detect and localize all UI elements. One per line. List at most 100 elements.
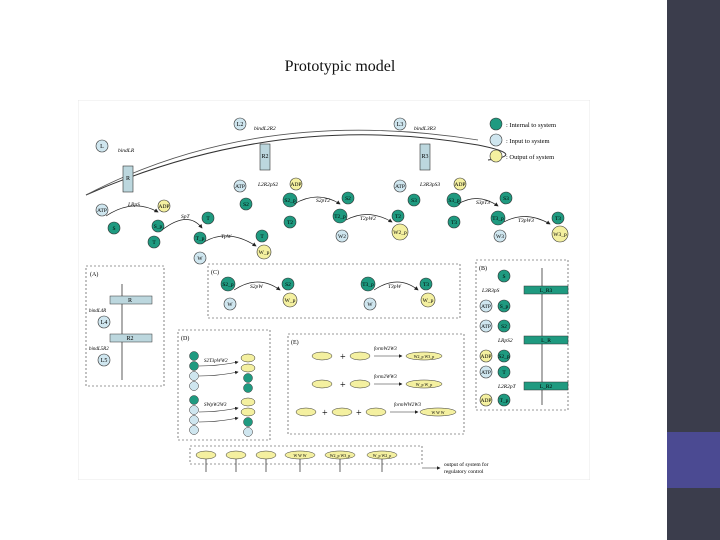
node-S_p: S_p	[154, 224, 163, 230]
panel-b-S2: S2	[501, 324, 507, 330]
panel-b-ATP: ATP	[481, 304, 491, 310]
cascade-2: ATP ADP L2R2pS2 S2 S2_p S2pT2 S2 T2 T2_p…	[233, 177, 409, 243]
complex-L_R: L_R	[541, 338, 551, 344]
rxn-bindL2R2: bindL2R2	[254, 126, 276, 132]
legend: : Internal to system : Input to system :…	[489, 117, 556, 163]
panel-b-ADP-2: ADP	[480, 398, 491, 404]
panel-c-W: W	[227, 302, 233, 308]
node-R3: R3	[421, 154, 428, 160]
legend-input: : Input to system	[506, 138, 550, 145]
output-note-line1: output of system for	[444, 461, 489, 468]
panel-b-label: (B)	[479, 265, 487, 272]
node-ADP: ADP	[158, 204, 169, 210]
rxn-L2R2pS2: L2R2pS2	[257, 182, 278, 188]
complex-L_R2: L_R2	[540, 384, 553, 390]
panel-a: (A) R bindL4R L4 R2 bindL5R2 L5	[85, 265, 165, 387]
output-note-line2: regulatory control	[444, 469, 484, 475]
node-T2-right: T2	[395, 214, 401, 220]
panel-c-S2: S2	[285, 282, 291, 288]
panel-b-ATP-2: ATP	[481, 324, 491, 330]
strip-WWW: W W W	[293, 453, 306, 458]
panel-b-S2_p: S2_p	[498, 354, 510, 360]
strip-W2pW3p: W2_p W3_p	[330, 453, 350, 458]
node-S2_p: S2_p	[284, 198, 296, 204]
rxn-T3pW3: T3pW3	[518, 218, 534, 224]
node-T3_p: T3_p	[492, 216, 504, 222]
panel-b-S_p: S_p	[500, 304, 509, 310]
panel-c: (C) S2_p S2pW S2 W W_p T3_p T3pW T3 W W_…	[207, 263, 461, 319]
node-L2: L2	[237, 122, 244, 128]
plus-sign-2: +	[340, 380, 346, 391]
panel-c-T3_p: T3_p	[362, 282, 374, 288]
node-S3: S3	[411, 198, 417, 204]
panel-c-T3: T3	[423, 282, 429, 288]
rxn-L3R3pS3: L3R3pS3	[419, 182, 440, 188]
panel-e: (E) + formW2W3 W2_p W3_p + form2WW3 W_p …	[287, 333, 465, 435]
rxn-T3pW: T3pW	[388, 284, 402, 290]
node-ADP-3: ADP	[454, 182, 465, 188]
panel-a-node-R2: R2	[126, 336, 133, 342]
node-W2: W2	[338, 234, 346, 240]
rxn-S3pT3: S3pT3	[476, 200, 490, 206]
slide-title: Prototypic model	[284, 58, 396, 75]
node-S: S	[112, 226, 115, 232]
node-W_p: W_p	[259, 250, 270, 256]
cascade-3: ATP ADP L3R3pS3 S3 S3_p S3pT3 S3 T3 T3_p…	[393, 177, 569, 243]
plus-sign-3: +	[322, 408, 328, 419]
node-L3: L3	[397, 122, 404, 128]
rxn-TpW: TpW	[221, 234, 232, 240]
panel-c-W_p-2: W_p	[423, 298, 434, 304]
legend-output: : Output of system	[506, 154, 554, 161]
rxn-formWW2W3: formWW2W3	[394, 403, 421, 408]
rxn-SWpW2W3: SWpW2W3	[204, 403, 227, 408]
node-W3: W3	[496, 234, 504, 240]
node-S3-right: S3	[503, 196, 509, 202]
node-W: W	[197, 256, 203, 262]
node-T-lower: T	[152, 240, 156, 246]
panel-e-label: (E)	[291, 339, 299, 346]
panel-b: (B) S L_R3 L3R3pS ATP S_p ATP S2 L_R LRp…	[475, 259, 569, 411]
panel-d-label: (D)	[181, 335, 189, 342]
panel-b-ADP: ADP	[480, 354, 491, 360]
panel-b-S: S	[502, 274, 505, 280]
node-S3_p: S3_p	[448, 198, 460, 204]
cascade-1: ATP ADP LRpS S S_p SpT T T T_p TpW T W W…	[95, 199, 272, 265]
node-T_p: T_p	[196, 236, 205, 242]
cell-membrane	[85, 134, 507, 196]
panel-c-W-2: W	[367, 302, 373, 308]
node-T2_p: T2_p	[334, 214, 346, 220]
node-ATP-2: ATP	[235, 184, 245, 190]
rxn-L3R3pS: L3R3pS	[481, 288, 500, 294]
node-T: T	[206, 216, 210, 222]
rxn-SpT: SpT	[181, 214, 191, 220]
node-ADP-2: ADP	[290, 182, 301, 188]
node-R: R	[126, 176, 130, 182]
receptors: L bindLR R L2 bindL2R2 R2 L3 bindL3R3 R3	[95, 117, 436, 193]
panel-b-T: T	[502, 370, 506, 376]
panel-c-S2_p: S2_p	[222, 282, 234, 288]
output-strip: W W W W2_p W3_p W_p W2_p output of syste…	[189, 445, 489, 475]
panel-c-W_p: W_p	[285, 298, 296, 304]
node-L5: L5	[101, 358, 108, 364]
plus-sign-4: +	[356, 408, 362, 419]
node-T2: T2	[287, 220, 293, 226]
strip-WpW2p: W_p W2_p	[373, 453, 391, 458]
rxn-LRpS2: LRpS2	[497, 338, 513, 344]
legend-internal: : Internal to system	[506, 122, 556, 129]
node-W2_p: W2_p	[393, 230, 407, 236]
node-S2: S2	[243, 202, 249, 208]
rxn-form2WW3: form2WW3	[374, 375, 397, 380]
side-accent	[667, 432, 720, 488]
rxn-L2R2pT: L2R2pT	[497, 384, 517, 390]
complex-WWW: W W W	[431, 410, 444, 415]
node-L4: L4	[101, 320, 108, 326]
rxn-formW2W3: formW2W3	[374, 347, 397, 352]
complex-WpWp: W_p W_p	[416, 382, 432, 387]
panel-c-label: (C)	[211, 269, 219, 276]
rxn-bindL4R: bindL4R	[89, 309, 106, 314]
rxn-bindL3R3: bindL3R3	[414, 126, 436, 132]
panel-b-ATP-3: ATP	[481, 370, 491, 376]
node-T3: T3	[451, 220, 457, 226]
rxn-LRpS: LRpS	[127, 202, 140, 208]
node-W3_p: W3_p	[553, 232, 567, 238]
